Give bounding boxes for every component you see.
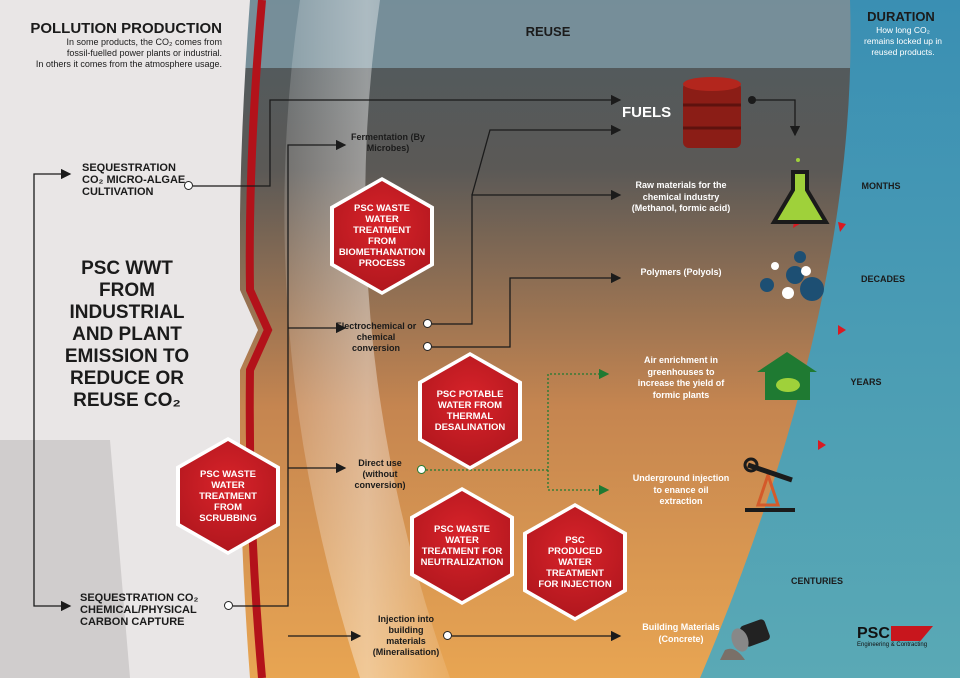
process-mineralisation: Injection into building materials (Miner… (372, 614, 440, 657)
molecule-icon (760, 251, 824, 301)
connector-node (184, 181, 193, 190)
oil-pump-icon (743, 457, 795, 512)
product-underground-injection: Underground injection to enance oil extr… (632, 473, 730, 506)
fuel-barrel-icon (683, 77, 756, 148)
flask-icon (770, 158, 830, 224)
source-carbon-capture: SEQUESTRATION CO₂ CHEMICAL/PHYSICAL CARB… (80, 592, 199, 628)
connector-node (423, 319, 432, 328)
duration-desc: How long CO₂ remains locked up in reused… (864, 25, 942, 57)
duration-months: MONTHS (861, 181, 901, 191)
greenhouse-icon (757, 352, 817, 400)
duration-decades: DECADES (860, 274, 905, 284)
product-fuels: FUELS (622, 104, 672, 121)
connector-node (224, 601, 233, 610)
logo-mark (891, 626, 933, 641)
connector-node (417, 465, 426, 474)
connector-node (443, 631, 452, 640)
duration-years: YEARS (850, 377, 882, 387)
product-raw-materials: Raw materials for the chemical industry … (631, 180, 731, 213)
hexagon-label: PSC WASTE WATER TREATMENT FROM BIOMETHAN… (334, 181, 430, 291)
duration-title: DURATION (867, 9, 935, 24)
product-building-materials: Building Materials (Concrete) (642, 622, 720, 644)
process-electrochemical: Electrochemical or chemical conversion (335, 321, 417, 353)
hexagon-produced-water: PSC PRODUCED WATER TREATMENT FOR INJECTI… (523, 503, 627, 621)
pipe-concrete-icon (720, 619, 770, 660)
hexagon-label: PSC WASTE WATER TREATMENT FROM SCRUBBING (180, 441, 276, 551)
main-title: PSC WWT FROM INDUSTRIAL AND PLANT EMISSI… (64, 258, 190, 411)
desc-line: fossil-fuelled power plants or industria… (66, 48, 222, 58)
pollution-title: POLLUTION PRODUCTION (30, 20, 222, 37)
process-fermentation: Fermentation (By Microbes) (350, 132, 425, 153)
desc-line: In some products, the CO₂ comes from (66, 37, 222, 47)
duration-centuries: CENTURIES (790, 576, 843, 586)
reuse-title: REUSE (525, 24, 571, 39)
product-polymers: Polymers (Polyols) (640, 267, 722, 277)
logo-name: PSC (857, 625, 890, 642)
product-air-enrichment: Air enrichment in greenhouses to increas… (637, 355, 725, 400)
hexagon-label: PSC POTABLE WATER FROM THERMAL DESALINAT… (422, 356, 518, 466)
psc-logo: PSC Engineering & Contracting (857, 626, 947, 648)
source-micro-algae: SEQUESTRATION CO₂ MICRO-ALGAE CULTIVATIO… (82, 162, 186, 198)
hexagon-label: PSC WASTE WATER TREATMENT FOR NEUTRALIZA… (414, 491, 510, 601)
connector-node (423, 342, 432, 351)
hexagon-label: PSC PRODUCED WATER TREATMENT FOR INJECTI… (527, 507, 623, 617)
logo-tagline: Engineering & Contracting (857, 642, 928, 648)
process-direct-use: Direct use (without conversion) (354, 458, 406, 490)
desc-line: In others it comes from the atmosphere u… (35, 59, 222, 69)
